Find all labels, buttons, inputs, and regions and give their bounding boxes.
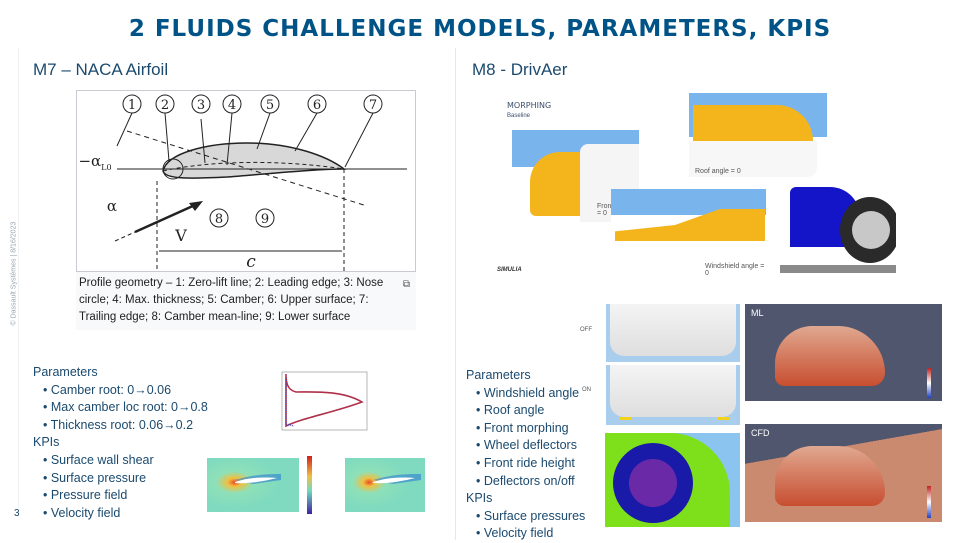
airfoil-profile-plot <box>281 371 368 431</box>
colorbar <box>927 486 931 518</box>
pressure-field-plot-1 <box>207 456 312 514</box>
wheel-rim <box>852 211 890 249</box>
morphing-subtitle: Baseline <box>507 113 531 119</box>
label-2: 2 <box>161 98 169 113</box>
parameter-item: • Windshield angle <box>476 385 580 400</box>
pressure-field-plot-2 <box>345 458 425 512</box>
car-pressure <box>775 326 885 386</box>
label-8: 8 <box>215 212 223 227</box>
ml-result-image: ML <box>745 304 942 401</box>
bumper <box>610 365 736 417</box>
on-label: ON <box>582 387 591 393</box>
off-label: OFF <box>580 327 592 333</box>
parameters-heading: Parameters <box>466 368 531 382</box>
alpha-l0-label: −αL0 <box>78 152 111 172</box>
ground <box>780 265 896 273</box>
m8-parameter-list: Parameters • Windshield angle • Roof ang… <box>466 367 585 543</box>
page-number: 3 <box>14 508 20 519</box>
alpha-label: α <box>107 197 117 215</box>
windshield-angle-label: Windshield angle = 0 <box>705 263 765 275</box>
m8-heading: M8 - DrivAer <box>472 60 568 79</box>
kpi-item: • Velocity field <box>476 526 554 541</box>
label-1: 1 <box>128 98 136 113</box>
airfoil-figure: 1 2 3 4 5 6 7 8 9 −αL0 α V c <box>78 94 407 273</box>
kpi-item: • Pressure field <box>43 488 128 503</box>
cfd-result-image: CFD <box>745 424 942 522</box>
cfd-label: CFD <box>751 428 770 438</box>
center-divider <box>455 48 456 540</box>
rim <box>629 459 677 507</box>
label-5: 5 <box>266 98 274 113</box>
parameter-item: • Front ride height <box>476 455 575 470</box>
roof-angle-image: Roof angle = 0 <box>689 93 827 181</box>
simulia-logo: SIMULIA <box>497 267 522 273</box>
figure-caption: Profile geometry – 1: Zero-lift line; 2:… <box>76 272 416 330</box>
kpi-item: • Surface pressure <box>43 470 147 485</box>
left-divider <box>18 48 19 508</box>
kpi-item: • Surface pressures <box>476 508 586 523</box>
kpi-item: • Surface wall shear <box>43 452 154 467</box>
chord-label: c <box>246 252 256 272</box>
deflectors-off-image <box>606 304 740 362</box>
yellow-front <box>530 152 580 216</box>
front-ride-height-image <box>780 187 896 273</box>
yellow-windshield <box>615 209 765 241</box>
deflector <box>620 417 632 420</box>
deflector <box>718 417 730 420</box>
wheel-deflector-image <box>605 433 740 527</box>
ml-label: ML <box>751 308 764 318</box>
kpis-heading: KPIs <box>33 435 60 450</box>
morphing-title: MORPHING <box>507 101 552 110</box>
kpis-heading: KPIs <box>466 491 493 506</box>
label-3: 3 <box>197 98 205 113</box>
label-6: 6 <box>313 98 321 113</box>
white-rear <box>689 141 817 177</box>
label-4: 4 <box>228 98 236 113</box>
yellow-roof <box>693 105 813 141</box>
parameter-item: • Deflectors on/off <box>476 473 575 488</box>
roof-angle-label: Roof angle = 0 <box>695 168 741 175</box>
parameter-item: • Wheel deflectors <box>476 438 577 453</box>
parameter-item: • Front morphing <box>476 420 569 435</box>
windshield-angle-image: Windshield angle = 0 <box>611 189 766 275</box>
slide-title: 2 FLUIDS CHALLENGE MODELS, PARAMETERS, K… <box>128 16 832 42</box>
velocity-label: V <box>174 226 187 245</box>
enlarge-icon[interactable]: ⧉ <box>402 279 410 290</box>
deflectors-on-image <box>606 365 740 425</box>
airfoil-diagram: 1 2 3 4 5 6 7 8 9 −αL0 α V c <box>76 90 416 273</box>
parameter-item: • Camber root: 0→0.06 <box>43 382 172 397</box>
parameter-item: • Max camber loc root: 0→0.8 <box>43 400 208 415</box>
parameter-item: • Roof angle <box>476 403 545 418</box>
label-7: 7 <box>369 98 377 113</box>
parameter-item: • Thickness root: 0.06→0.2 <box>43 417 194 432</box>
m7-parameter-list: Parameters • Camber root: 0→0.06 • Max c… <box>33 364 208 522</box>
parameters-heading: Parameters <box>33 365 98 379</box>
label-9: 9 <box>261 212 269 227</box>
front-morph-image: Front morph = 0 <box>512 130 639 222</box>
kpi-item: • Velocity field <box>43 505 121 520</box>
car-pressure <box>775 446 885 506</box>
caption-text: Profile geometry – 1: Zero-lift line; 2:… <box>79 277 384 323</box>
copyright-text: © Dassault Systèmes | 8/16/2023 <box>10 221 18 326</box>
bumper <box>610 304 736 356</box>
colorbar <box>927 368 931 398</box>
m7-heading: M7 – NACA Airfoil <box>33 60 169 79</box>
